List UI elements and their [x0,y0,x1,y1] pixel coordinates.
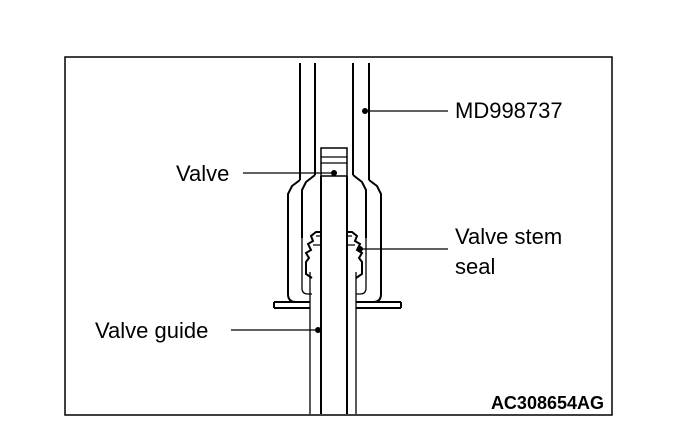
valve-stem-seal-label-line1: Valve stem [455,224,562,249]
leader-valve-guide [231,327,321,333]
valve-label: Valve [176,161,229,186]
tool-label: MD998737 [455,98,563,123]
valve-stem-seal-shape [304,231,364,279]
valve-stem-shape [320,147,348,414]
valve-stem-seal-label-line2: seal [455,254,495,279]
cylinder-head-shape [273,301,402,309]
leader-valve [243,170,337,176]
leader-tool [362,108,448,114]
valve-guide-label: Valve guide [95,318,208,343]
special-tool-shape [287,63,382,303]
figure-frame [64,56,613,416]
figure-code: AC308654AG [491,393,604,413]
valve-guide-shape [309,272,357,414]
leader-valve-stem-seal [357,246,448,252]
